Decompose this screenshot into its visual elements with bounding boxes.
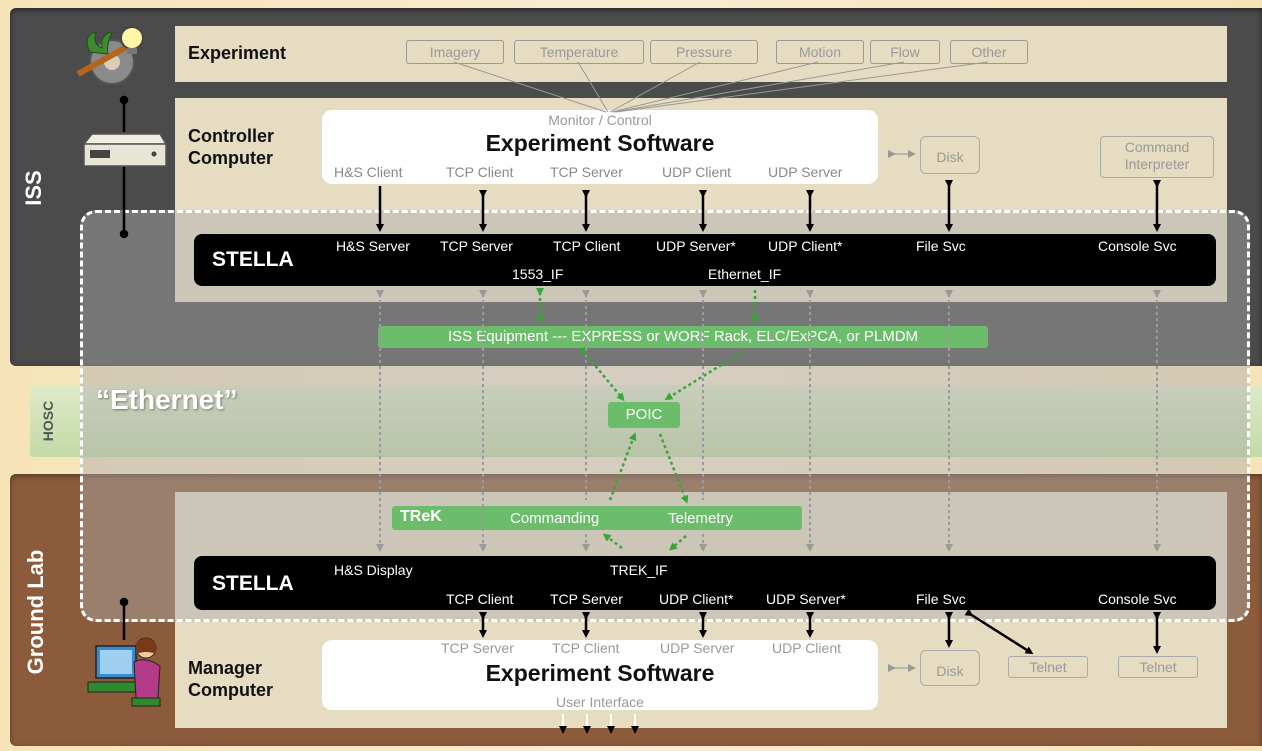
controller-software-box: [322, 110, 878, 184]
manager-title-line1: Manager: [188, 658, 263, 678]
sensor-imagery: Imagery: [406, 40, 504, 64]
stella-bottom-bar: [194, 556, 1216, 610]
stella-bottom-port-udp-client: UDP Client*: [659, 591, 734, 607]
stella-bottom-name: STELLA: [212, 572, 294, 595]
stella-bottom-trek-if: TREK_IF: [610, 562, 668, 578]
sensor-line: [577, 61, 609, 113]
sensor-lines: [453, 61, 989, 113]
controller-title-line1: Controller: [188, 126, 275, 146]
controller-software-name: Experiment Software: [485, 130, 715, 156]
controller-disk-label: Disk: [936, 149, 964, 165]
green-link: [608, 432, 637, 501]
user-interface-arrows: [559, 714, 639, 734]
stella-bottom-port-file-svc: File Svc: [916, 591, 966, 607]
poic-box: POIC: [608, 402, 680, 428]
telnet-box-2: Telnet: [1118, 656, 1198, 678]
stella-top-if-1553: 1553_IF: [512, 266, 564, 282]
stella-top-port-hs-server: H&S Server: [336, 238, 410, 254]
sensor-flow: Flow: [870, 40, 940, 64]
manager-disk-label: Disk: [936, 663, 964, 679]
controller-port-tcp-client: TCP Client: [446, 164, 514, 180]
sensor-other: Other: [950, 40, 1028, 64]
trek-commanding: Commanding: [510, 510, 600, 527]
stella-top-port-udp-server: UDP Server*: [656, 238, 736, 254]
router-icon: [82, 133, 168, 167]
person-body: [133, 659, 161, 699]
ethernet-dotted-lines: [376, 290, 1161, 552]
green-links: [536, 288, 759, 551]
cable-node: [119, 95, 129, 105]
sensor-line: [609, 61, 701, 113]
controller-port-tcp-server: TCP Server: [550, 164, 623, 180]
sensor-line: [611, 61, 819, 113]
stella-top-if-ethernet: Ethernet_IF: [708, 266, 782, 282]
stella-top-port-console-svc: Console Svc: [1098, 238, 1177, 254]
telnet-box-1: Telnet: [1008, 656, 1088, 678]
controller-port-udp-client: UDP Client: [662, 164, 731, 180]
left-cables: [119, 95, 129, 640]
command-interpreter-line1: Command: [1124, 139, 1190, 155]
sensor-line: [613, 61, 905, 113]
stella-bottom-port-udp-server: UDP Server*: [766, 591, 846, 607]
plant-icon: [86, 31, 113, 55]
sensor-line: [453, 61, 607, 113]
manager-software-bottom: User Interface: [556, 694, 644, 710]
stella-bottom-port-tcp-client: TCP Client: [446, 591, 514, 607]
stella-bottom-hs-display: H&S Display: [334, 562, 413, 578]
stella-top-port-file-svc: File Svc: [916, 238, 966, 254]
controller-port-hs-client: H&S Client: [334, 164, 403, 180]
stella-top-port-tcp-client: TCP Client: [553, 238, 621, 254]
green-link: [668, 535, 687, 551]
experiment-icon: [76, 26, 144, 85]
stella-bottom-port-tcp-server: TCP Server: [550, 591, 623, 607]
ethernet-label: “Ethernet”: [96, 384, 238, 415]
iss-equipment-bar: ISS Equipment --- EXPRESS or WORF Rack, …: [378, 326, 988, 348]
manager-port-tcp-client: TCP Client: [552, 640, 620, 656]
command-interpreter-line2: Interpreter: [1124, 156, 1190, 172]
cable-node: [119, 229, 129, 239]
green-link: [602, 533, 623, 549]
manager-port-tcp-server: TCP Server: [441, 640, 514, 656]
sensor-pressure: Pressure: [650, 40, 758, 64]
manager-software-box: [322, 640, 878, 710]
experiment-panel: [175, 26, 1227, 82]
user-computer-icon: [87, 637, 161, 707]
sensor-motion: Motion: [776, 40, 864, 64]
stella-top-bar: [194, 234, 1216, 286]
green-link: [664, 350, 743, 401]
controller-port-udp-server: UDP Server: [768, 164, 843, 180]
manager-disk: Disk: [920, 650, 980, 686]
manager-port-udp-client: UDP Client: [772, 640, 841, 656]
controller-stella-arrows: [376, 180, 1161, 232]
manager-software-name: Experiment Software: [485, 660, 715, 686]
stella-bottom-port-console-svc: Console Svc: [1098, 591, 1177, 607]
experiment-title: Experiment: [188, 43, 287, 63]
cable-node: [119, 597, 129, 607]
manager-title-line2: Computer: [188, 680, 273, 700]
manager-port-udp-server: UDP Server: [660, 640, 735, 656]
sensor-line: [615, 61, 989, 113]
trek-bar: [392, 506, 802, 530]
controller-software-top: Monitor / Control: [548, 112, 652, 128]
stella-manager-arrows: [479, 608, 1161, 655]
controller-disk: Disk: [920, 136, 980, 174]
stella-top-port-udp-client: UDP Client*: [768, 238, 843, 254]
trek-telemetry: Telemetry: [668, 510, 734, 527]
lightbulb-icon: [120, 26, 144, 50]
controller-title-line2: Computer: [188, 148, 273, 168]
command-interpreter-box: Command Interpreter: [1100, 136, 1214, 178]
green-link: [578, 346, 625, 402]
stella-top-port-tcp-server: TCP Server: [440, 238, 513, 254]
trek-name: TReK: [400, 508, 442, 525]
stella-top-name: STELLA: [212, 248, 294, 271]
green-link: [658, 433, 689, 504]
arrow-m-telnet: [964, 608, 1034, 655]
